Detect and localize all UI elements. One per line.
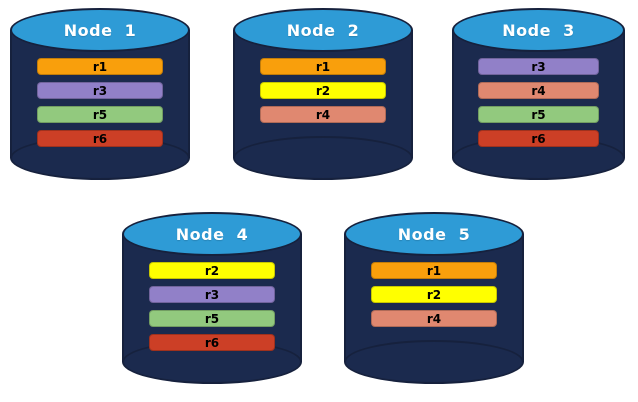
cylinder-bottom-ellipse bbox=[344, 340, 524, 384]
replica-bar[interactable]: r4 bbox=[477, 82, 600, 99]
node-label: Node 4 bbox=[175, 224, 249, 244]
replica-bar[interactable]: r5 bbox=[149, 310, 275, 327]
replica-bar-list: r1 r3 r5 r6 bbox=[10, 58, 190, 147]
replica-bar[interactable]: r4 bbox=[371, 310, 497, 327]
database-node-cylinder[interactable]: Node 4 r2 r3 r5 r6 bbox=[122, 212, 302, 384]
replica-bar-list: r3 r4 r5 r6 bbox=[452, 58, 625, 147]
replica-label: r3 bbox=[92, 83, 108, 98]
replica-label: r6 bbox=[204, 335, 220, 350]
node-label: Node 5 bbox=[397, 224, 471, 244]
cylinder-top-ellipse: Node 1 bbox=[10, 8, 190, 52]
node-label: Node 3 bbox=[502, 20, 575, 40]
replica-label: r5 bbox=[531, 107, 546, 122]
replica-label: r1 bbox=[315, 59, 331, 74]
replica-label: r2 bbox=[315, 83, 331, 98]
replica-label: r3 bbox=[204, 287, 220, 302]
replica-label: r2 bbox=[204, 263, 220, 278]
replica-bar[interactable]: r3 bbox=[37, 82, 163, 99]
replica-bar[interactable]: r1 bbox=[371, 262, 497, 279]
cylinder-top-ellipse: Node 5 bbox=[344, 212, 524, 256]
replica-bar[interactable]: r1 bbox=[260, 58, 386, 75]
replica-bar[interactable]: r5 bbox=[477, 106, 600, 123]
database-node-cylinder[interactable]: Node 2 r1 r2 r4 bbox=[233, 8, 413, 180]
replica-bar[interactable]: r5 bbox=[37, 106, 163, 123]
replica-bar[interactable]: r6 bbox=[149, 334, 275, 351]
replica-bar-list: r1 r2 r4 bbox=[233, 58, 413, 123]
replica-label: r4 bbox=[315, 107, 331, 122]
node-label: Node 2 bbox=[286, 20, 360, 40]
cylinder-top-ellipse: Node 2 bbox=[233, 8, 413, 52]
replica-label: r6 bbox=[92, 131, 108, 146]
replica-label: r1 bbox=[92, 59, 108, 74]
replica-bar[interactable]: r2 bbox=[371, 286, 497, 303]
replica-label: r4 bbox=[531, 83, 546, 98]
cylinder-bottom-ellipse bbox=[233, 136, 413, 180]
database-node-cylinder[interactable]: Node 5 r1 r2 r4 bbox=[344, 212, 524, 384]
replica-bar[interactable]: r1 bbox=[37, 58, 163, 75]
replica-label: r2 bbox=[426, 287, 442, 302]
replica-label: r5 bbox=[92, 107, 108, 122]
replica-label: r4 bbox=[426, 311, 442, 326]
replica-label: r6 bbox=[531, 131, 546, 146]
cylinder-top-ellipse: Node 4 bbox=[122, 212, 302, 256]
replica-bar[interactable]: r2 bbox=[149, 262, 275, 279]
replica-bar[interactable]: r2 bbox=[260, 82, 386, 99]
replica-bar[interactable]: r3 bbox=[477, 58, 600, 75]
database-node-cylinder[interactable]: Node 1 r1 r3 r5 r6 bbox=[10, 8, 190, 180]
replica-label: r1 bbox=[426, 263, 442, 278]
cylinder-top-ellipse: Node 3 bbox=[452, 8, 625, 52]
replica-label: r5 bbox=[204, 311, 220, 326]
replica-bar[interactable]: r6 bbox=[477, 130, 600, 147]
replica-bar[interactable]: r6 bbox=[37, 130, 163, 147]
database-node-cylinder[interactable]: Node 3 r3 r4 r5 r6 bbox=[452, 8, 625, 180]
replica-bar-list: r2 r3 r5 r6 bbox=[122, 262, 302, 351]
replica-bar[interactable]: r4 bbox=[260, 106, 386, 123]
node-label: Node 1 bbox=[63, 20, 137, 40]
replica-bar-list: r1 r2 r4 bbox=[344, 262, 524, 327]
replica-bar[interactable]: r3 bbox=[149, 286, 275, 303]
replica-label: r3 bbox=[531, 59, 546, 74]
